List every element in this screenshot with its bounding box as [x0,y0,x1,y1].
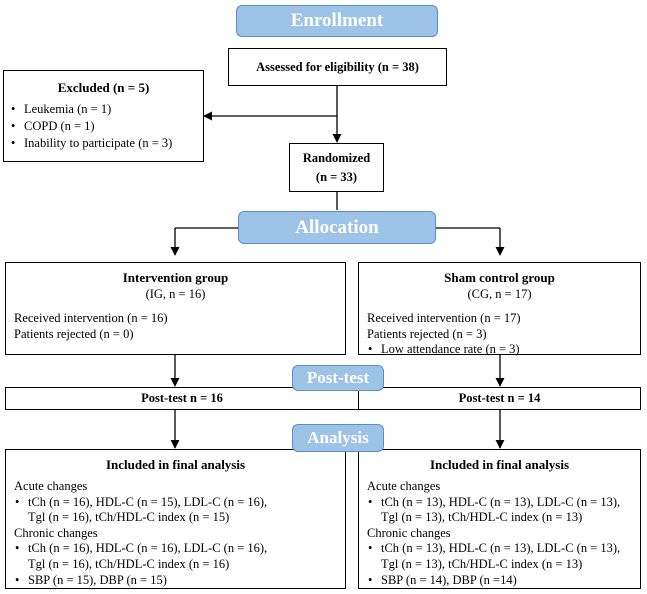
analysis-left-chronic-label: Chronic changes [14,525,98,540]
randomized-count: (n = 33) [315,169,358,184]
analysis-right-box: Included in final analysis Acute changes… [358,449,641,589]
analysis-right-acute-line: tCh (n = 13), HDL-C (n = 13), LDL-C (n =… [367,495,632,511]
intervention-subtitle: (IG, n = 16) [145,287,206,301]
posttest-right-box: Post-test n = 14 [358,387,641,410]
sham-subtitle: (CG, n = 17) [467,287,532,301]
analysis-left-acute-label: Acute changes [14,479,88,493]
analysis-right-chronic-line: tCh (n = 13), HDL-C (n = 13), LDL-C (n =… [367,541,632,557]
analysis-right-acute-line-2: Tgl (n = 13), tCh/HDL-C index (n = 13) [381,510,583,525]
excluded-item: Inability to participate (n = 3) [10,135,197,152]
analysis-left-chronic-line-2: Tgl (n = 16), tCh/HDL-C index (n = 16) [28,556,230,571]
analysis-left-title: Included in final analysis [105,457,246,472]
analysis-right-chronic-label: Chronic changes [367,525,451,540]
assessed-box: Assessed for eligibility (n = 38) [228,48,447,86]
sham-group-box: Sham control group (CG, n = 17) Received… [358,262,641,358]
analysis-left-acute-line-2: Tgl (n = 16), tCh/HDL-C index (n = 15) [28,510,230,525]
stage-enrollment: Enrollment [236,5,438,37]
analysis-left-box: Included in final analysis Acute changes… [5,449,346,589]
analysis-left-bp: SBP (n = 15), DBP (n = 15) [14,573,337,589]
intervention-received: Received intervention (n = 16) [14,311,168,325]
sham-title: Sham control group [444,270,555,285]
sham-received: Received intervention (n = 17) [367,311,521,325]
analysis-left-acute-line: tCh (n = 16), HDL-C (n = 15), LDL-C (n =… [14,495,337,511]
stage-allocation: Allocation [238,211,436,244]
analysis-right-acute-label: Acute changes [367,479,441,493]
stage-analysis: Analysis [292,424,384,452]
analysis-right-title: Included in final analysis [429,457,570,472]
excluded-item: Leukemia (n = 1) [10,101,197,118]
analysis-right-chronic-line-2: Tgl (n = 13), tCh/HDL-C index (n = 13) [381,556,583,571]
randomized-box: Randomized (n = 33) [289,143,384,192]
sham-rejection-reason: Low attendance rate (n = 3) [367,342,632,358]
randomized-label: Randomized [302,150,371,165]
stage-post-test: Post-test [292,365,384,391]
intervention-rejected: Patients rejected (n = 0) [14,326,134,341]
intervention-title: Intervention group [122,270,229,285]
excluded-title: Excluded (n = 5) [57,80,150,95]
intervention-group-box: Intervention group (IG, n = 16) Received… [5,262,346,355]
posttest-left-box: Post-test n = 16 [5,387,359,410]
analysis-right-bp: SBP (n = 14), DBP (n =14) [367,573,632,589]
excluded-box: Excluded (n = 5) Leukemia (n = 1) COPD (… [3,70,204,162]
analysis-left-chronic-line: tCh (n = 16), HDL-C (n = 16), LDL-C (n =… [14,541,337,557]
sham-rejected: Patients rejected (n = 3) [367,326,487,341]
excluded-item: COPD (n = 1) [10,118,197,135]
